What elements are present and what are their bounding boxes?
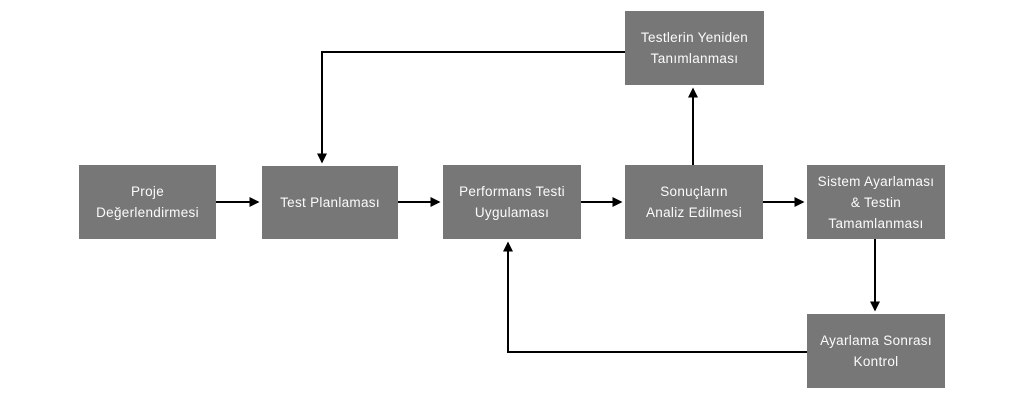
node-sistem-ayarlamasi-testin-tamamlanmasi: Sistem Ayarlaması & Testin Tamamlanması <box>807 165 945 239</box>
node-ayarlama-sonrasi-kontrol: Ayarlama Sonrası Kontrol <box>807 314 945 388</box>
node-testlerin-yeniden-tanimlanmasi: Testlerin Yeniden Tanımlanması <box>625 11 764 85</box>
edge-kontrol-to-performans-loop <box>503 241 807 353</box>
edge-yeniden-to-planlama-loop <box>317 51 625 164</box>
node-proje-degerlendirmesi: Proje Değerlendirmesi <box>79 165 216 239</box>
node-sonuclarin-analiz-edilmesi: Sonuçların Analiz Edilmesi <box>625 165 763 239</box>
node-test-planlamasi: Test Planlaması <box>262 166 398 239</box>
node-performans-testi-uygulamasi: Performans Testi Uygulaması <box>443 165 581 239</box>
